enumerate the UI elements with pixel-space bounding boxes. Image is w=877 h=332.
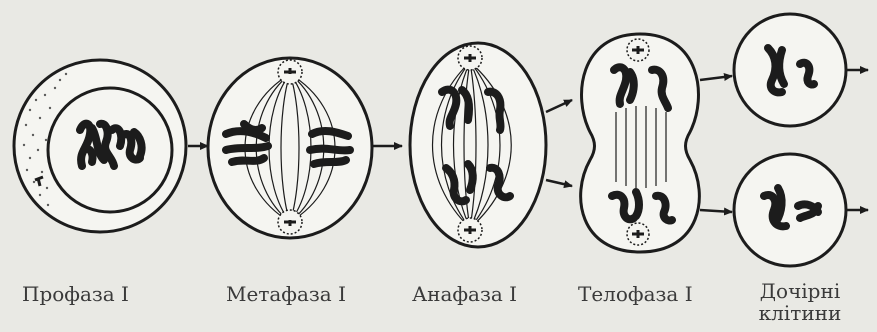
- daughter-cell-top: [734, 14, 846, 126]
- label-daughter-line1: Дочірні: [740, 280, 860, 302]
- label-daughter-cells: Дочірні клітини: [740, 280, 860, 324]
- arrow-4a: [700, 76, 732, 80]
- telophase-cell: [581, 34, 700, 252]
- label-daughter-line2: клітини: [740, 302, 860, 324]
- metaphase-cell: [208, 58, 372, 238]
- arrow-3b: [546, 180, 572, 186]
- daughter-cell-bottom: [734, 154, 846, 266]
- meiosis-diagram: [0, 0, 877, 275]
- anaphase-cell: [410, 43, 546, 247]
- label-metaphase: Метафаза I: [226, 282, 346, 306]
- prophase-cell: [14, 60, 186, 232]
- label-prophase: Профаза I: [22, 282, 129, 306]
- arrow-3a: [546, 100, 572, 112]
- arrow-4b: [700, 210, 732, 212]
- label-anaphase: Анафаза I: [412, 282, 517, 306]
- label-telophase: Телофаза I: [578, 282, 693, 306]
